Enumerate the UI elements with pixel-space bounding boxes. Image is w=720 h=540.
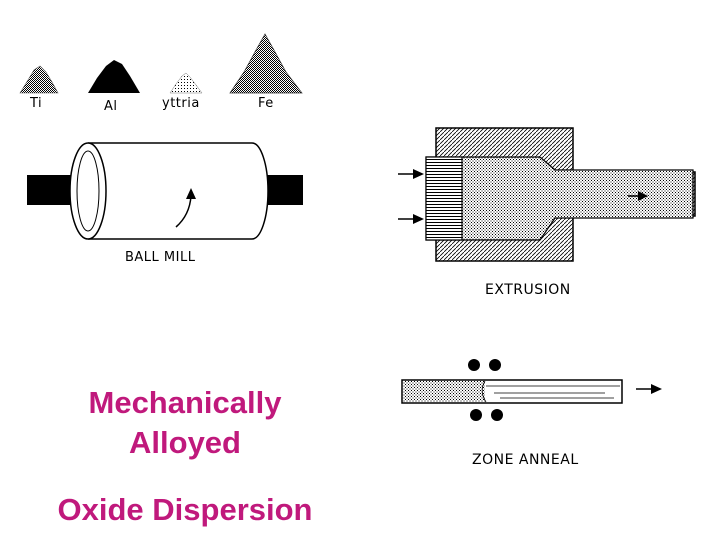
caption-mechanically: Mechanically bbox=[88, 385, 282, 420]
ram-arrow-bottom-icon bbox=[398, 214, 424, 224]
anneal-direction-arrow-icon bbox=[636, 384, 662, 394]
ti-powder-pile bbox=[19, 65, 59, 94]
ti-label: Ti bbox=[30, 96, 43, 111]
ram-arrow-top-icon bbox=[398, 169, 424, 179]
extrusion-die bbox=[425, 127, 696, 262]
heater-coil-top bbox=[468, 359, 501, 371]
caption-alloyed: Alloyed bbox=[129, 425, 241, 460]
yttria-label: yttria bbox=[162, 96, 200, 111]
extrusion-flow-arrow-icon bbox=[628, 191, 648, 201]
zone-anneal-bar bbox=[401, 379, 623, 404]
yttria-powder-pile bbox=[169, 72, 203, 94]
fe-label: Fe bbox=[258, 96, 274, 111]
al-powder-pile bbox=[88, 60, 140, 93]
extrusion-label: EXTRUSION bbox=[485, 282, 571, 298]
zone-anneal-label: ZONE ANNEAL bbox=[472, 452, 579, 468]
fe-powder-pile bbox=[229, 33, 303, 94]
rotation-arrow-icon bbox=[175, 188, 196, 228]
caption-oxide-dispersion: Oxide Dispersion bbox=[57, 492, 313, 527]
ball-mill-drum bbox=[69, 142, 269, 240]
ball-mill-label: BALL MILL bbox=[125, 250, 196, 265]
al-label: Al bbox=[104, 99, 118, 114]
heater-coil-bottom bbox=[470, 409, 503, 421]
